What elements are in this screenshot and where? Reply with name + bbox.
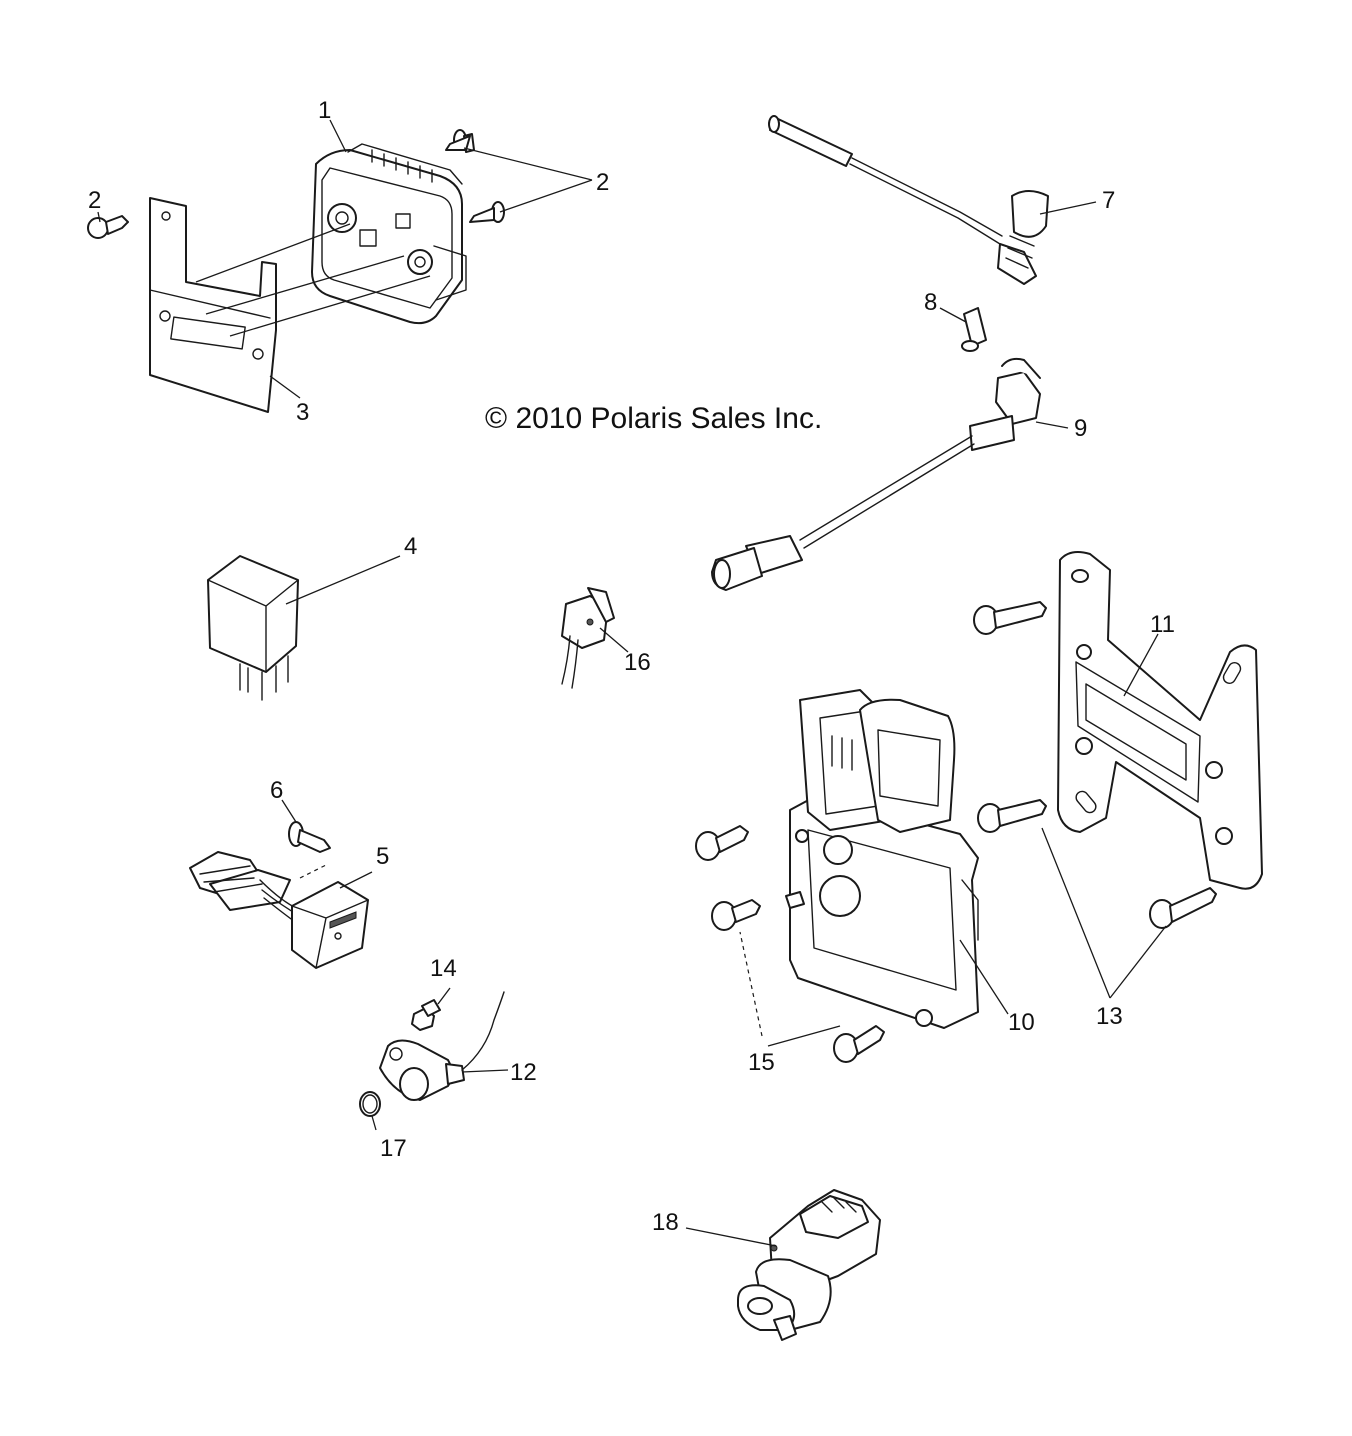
part-13-bolt-middle[interactable] [977, 799, 1047, 833]
part-8-pin[interactable] [961, 307, 987, 352]
callout-2-left: 2 [88, 187, 101, 214]
part-12-speed-sensor[interactable] [379, 991, 505, 1101]
callout-14: 14 [430, 955, 457, 982]
callout-10: 10 [1008, 1009, 1035, 1036]
callout-5: 5 [376, 843, 389, 870]
assembly-line-1 [195, 223, 351, 283]
callout-labels: 1 2 2 3 4 5 6 7 8 9 10 11 12 13 14 15 16… [88, 97, 1175, 1236]
callout-8: 8 [924, 289, 937, 316]
part-17-o-ring-inner [362, 1094, 378, 1114]
part-15-bolt-lower[interactable] [833, 1025, 885, 1063]
callout-11: 11 [1150, 611, 1175, 638]
part-2-screw-top[interactable] [445, 129, 475, 153]
callout-2-right: 2 [596, 169, 609, 196]
callout-7: 7 [1102, 187, 1115, 214]
assembly-line-2 [205, 255, 405, 315]
part-4-relay[interactable] [207, 555, 299, 701]
callout-1: 1 [318, 97, 331, 124]
part-9-sensor-lead[interactable] [711, 357, 1041, 591]
part-10-engine-control-unit[interactable] [785, 689, 979, 1029]
callout-15: 15 [748, 1049, 775, 1076]
part-11-ecu-mounting-plate[interactable] [1057, 551, 1263, 890]
part-13-bolt-top[interactable] [973, 601, 1047, 635]
part-15-bolt-middle[interactable] [711, 899, 761, 931]
part-18-cam-sensor[interactable] [737, 1189, 881, 1341]
callout-18: 18 [652, 1209, 679, 1236]
copyright-notice: © 2010 Polaris Sales Inc. [485, 402, 822, 435]
callout-3: 3 [296, 399, 309, 426]
part-16-switch[interactable] [561, 587, 615, 689]
callout-12: 12 [510, 1059, 537, 1086]
part-13-bolt-bottom[interactable] [1149, 887, 1217, 929]
callout-13: 13 [1096, 1003, 1123, 1030]
part-1-control-module[interactable] [311, 143, 467, 325]
part-15-bolt-upper[interactable] [695, 825, 749, 861]
callout-16: 16 [624, 649, 651, 676]
part-7-temperature-sensor[interactable] [768, 115, 1049, 285]
part-14-bolt[interactable] [411, 999, 441, 1031]
callout-9: 9 [1074, 415, 1087, 442]
part-2-screw-left[interactable] [87, 215, 129, 239]
part-2-screw-right[interactable] [469, 201, 505, 223]
callout-4: 4 [404, 533, 417, 560]
part-6-push-pin[interactable] [288, 821, 331, 853]
callout-leaders [97, 119, 1167, 1247]
assembly-line-5 [299, 863, 329, 879]
assembly-line-3 [229, 275, 431, 337]
callout-6: 6 [270, 777, 283, 804]
callout-17: 17 [380, 1135, 407, 1162]
part-3-mounting-bracket[interactable] [149, 197, 277, 413]
part-5-connector-harness[interactable] [189, 851, 369, 969]
